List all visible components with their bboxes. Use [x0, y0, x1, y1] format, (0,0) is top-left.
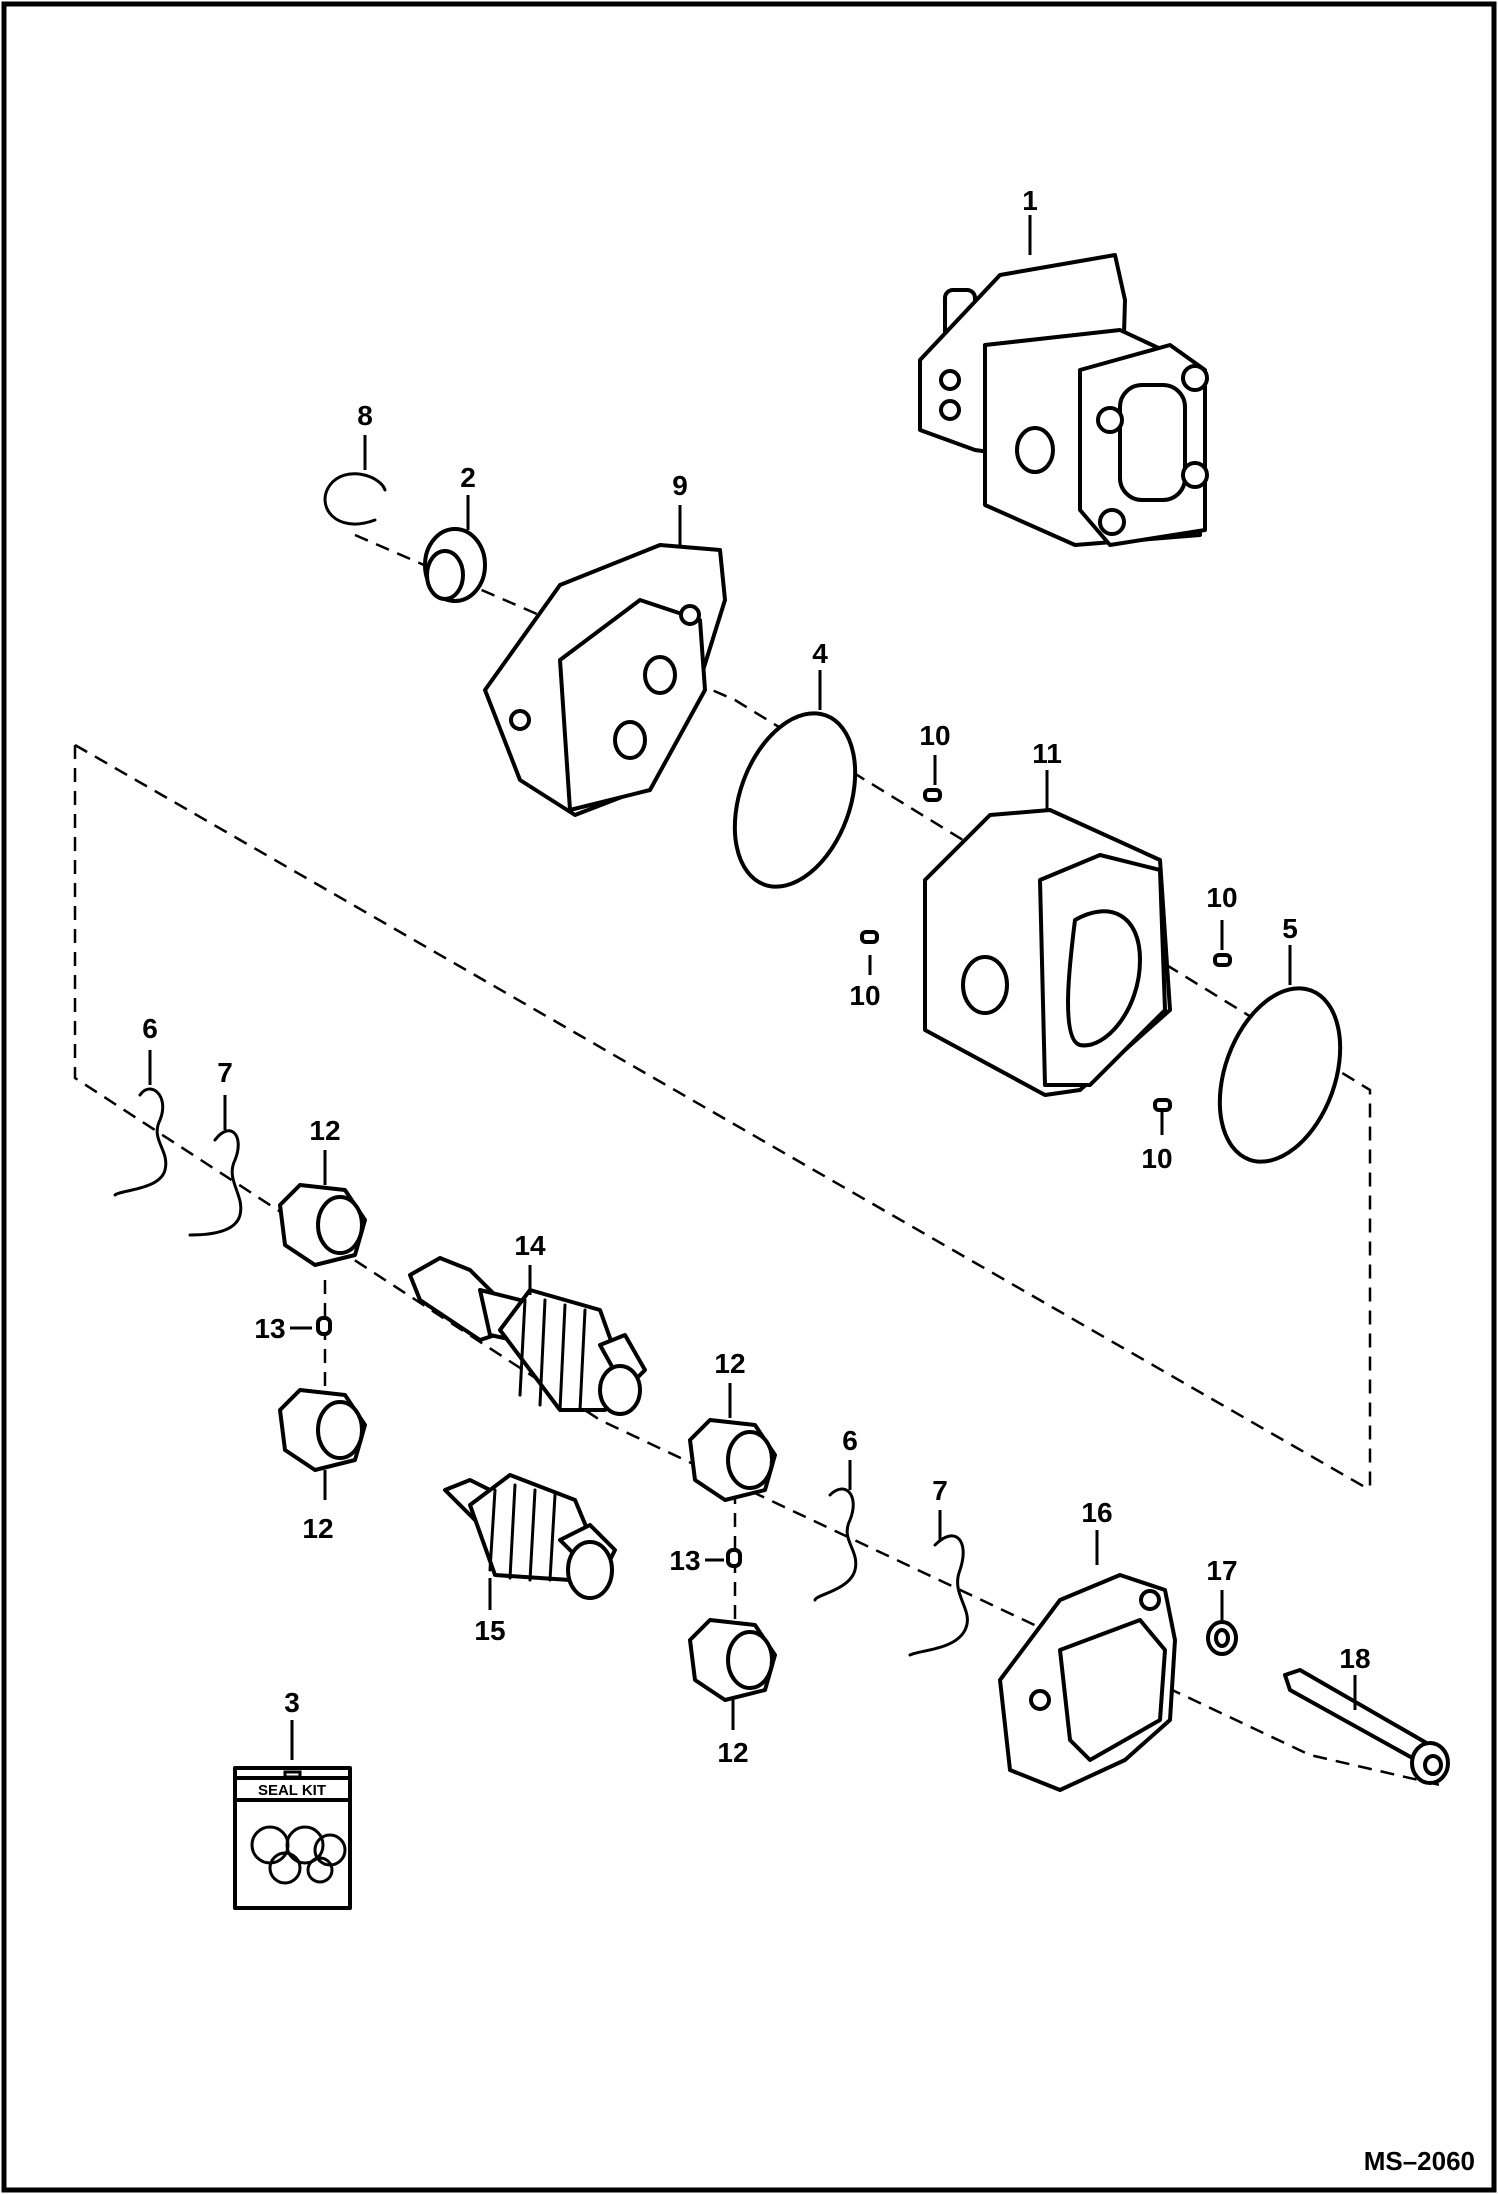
- part-5-o-ring: [1217, 986, 1343, 1164]
- callout-10-lower: 10: [1141, 1143, 1172, 1174]
- callout-7-right: 7: [932, 1475, 948, 1506]
- callout-12-upper-left: 12: [309, 1115, 340, 1146]
- callout-3: 3: [284, 1687, 300, 1718]
- callout-6-left: 6: [142, 1013, 158, 1044]
- part-6-seal-right: [813, 1487, 858, 1602]
- callout-7-left: 7: [217, 1057, 233, 1088]
- callout-9: 9: [672, 470, 688, 501]
- callout-4: 4: [812, 638, 828, 669]
- callout-leaders: [148, 215, 1357, 1760]
- part-4-o-ring: [732, 711, 858, 889]
- callout-17: 17: [1206, 1555, 1237, 1586]
- callout-12-upper-right: 12: [714, 1348, 745, 1379]
- callout-10-left: 10: [849, 980, 880, 1011]
- callout-16: 16: [1081, 1497, 1112, 1528]
- callout-18: 18: [1339, 1643, 1370, 1674]
- callout-14: 14: [514, 1230, 546, 1261]
- part-14-drive-gear: [408, 1256, 647, 1416]
- part-10-dowel-pins: [860, 788, 1232, 1112]
- seal-kit-label: SEAL KIT: [258, 1782, 326, 1799]
- part-12-bearing-b: [278, 1388, 367, 1472]
- callout-12-lower-left: 12: [302, 1513, 333, 1544]
- callout-1: 1: [1022, 185, 1038, 216]
- callout-6-right: 6: [842, 1425, 858, 1456]
- part-7-seal-left: [188, 1129, 243, 1237]
- part-15-driven-gear: [443, 1473, 617, 1600]
- callout-10-right: 10: [1206, 882, 1237, 913]
- callout-11: 11: [1032, 738, 1062, 769]
- part-3-seal-kit: SEAL KIT: [233, 1766, 352, 1910]
- part-17-washer: [1206, 1620, 1238, 1656]
- callout-10-upper: 10: [919, 720, 950, 751]
- part-18-bolt: [1283, 1668, 1450, 1785]
- callout-13-right: 13: [669, 1545, 700, 1576]
- assembly-dash-lines: [73, 533, 1441, 1787]
- part-9-mounting-flange: [483, 543, 727, 817]
- callout-12-lower-right: 12: [717, 1737, 748, 1768]
- callout-2: 2: [460, 462, 476, 493]
- part-6-seal-left: [113, 1087, 168, 1197]
- part-12-bearing-d: [688, 1618, 777, 1702]
- callout-8: 8: [357, 400, 373, 431]
- callout-15: 15: [474, 1615, 505, 1646]
- part-2-shaft-seal: [423, 527, 487, 603]
- part-13-pins: [316, 1316, 742, 1568]
- part-1-gear-pump-assembly: [918, 253, 1209, 547]
- callout-13-left: 13: [254, 1313, 285, 1344]
- part-16-end-cover: [998, 1573, 1177, 1792]
- part-7-seal-right: [908, 1534, 969, 1657]
- callout-labels: 1 8 2 9 4 10 11 10 10 5 10 6 7 12 14 13 …: [142, 185, 1370, 1768]
- part-12-bearing-a: [278, 1183, 367, 1267]
- part-8-snap-ring: [323, 472, 387, 526]
- callout-5: 5: [1282, 913, 1298, 944]
- part-12-bearing-c: [688, 1418, 777, 1502]
- drawing-id: MS–2060: [1364, 2146, 1475, 2176]
- part-11-pump-body: [923, 808, 1172, 1097]
